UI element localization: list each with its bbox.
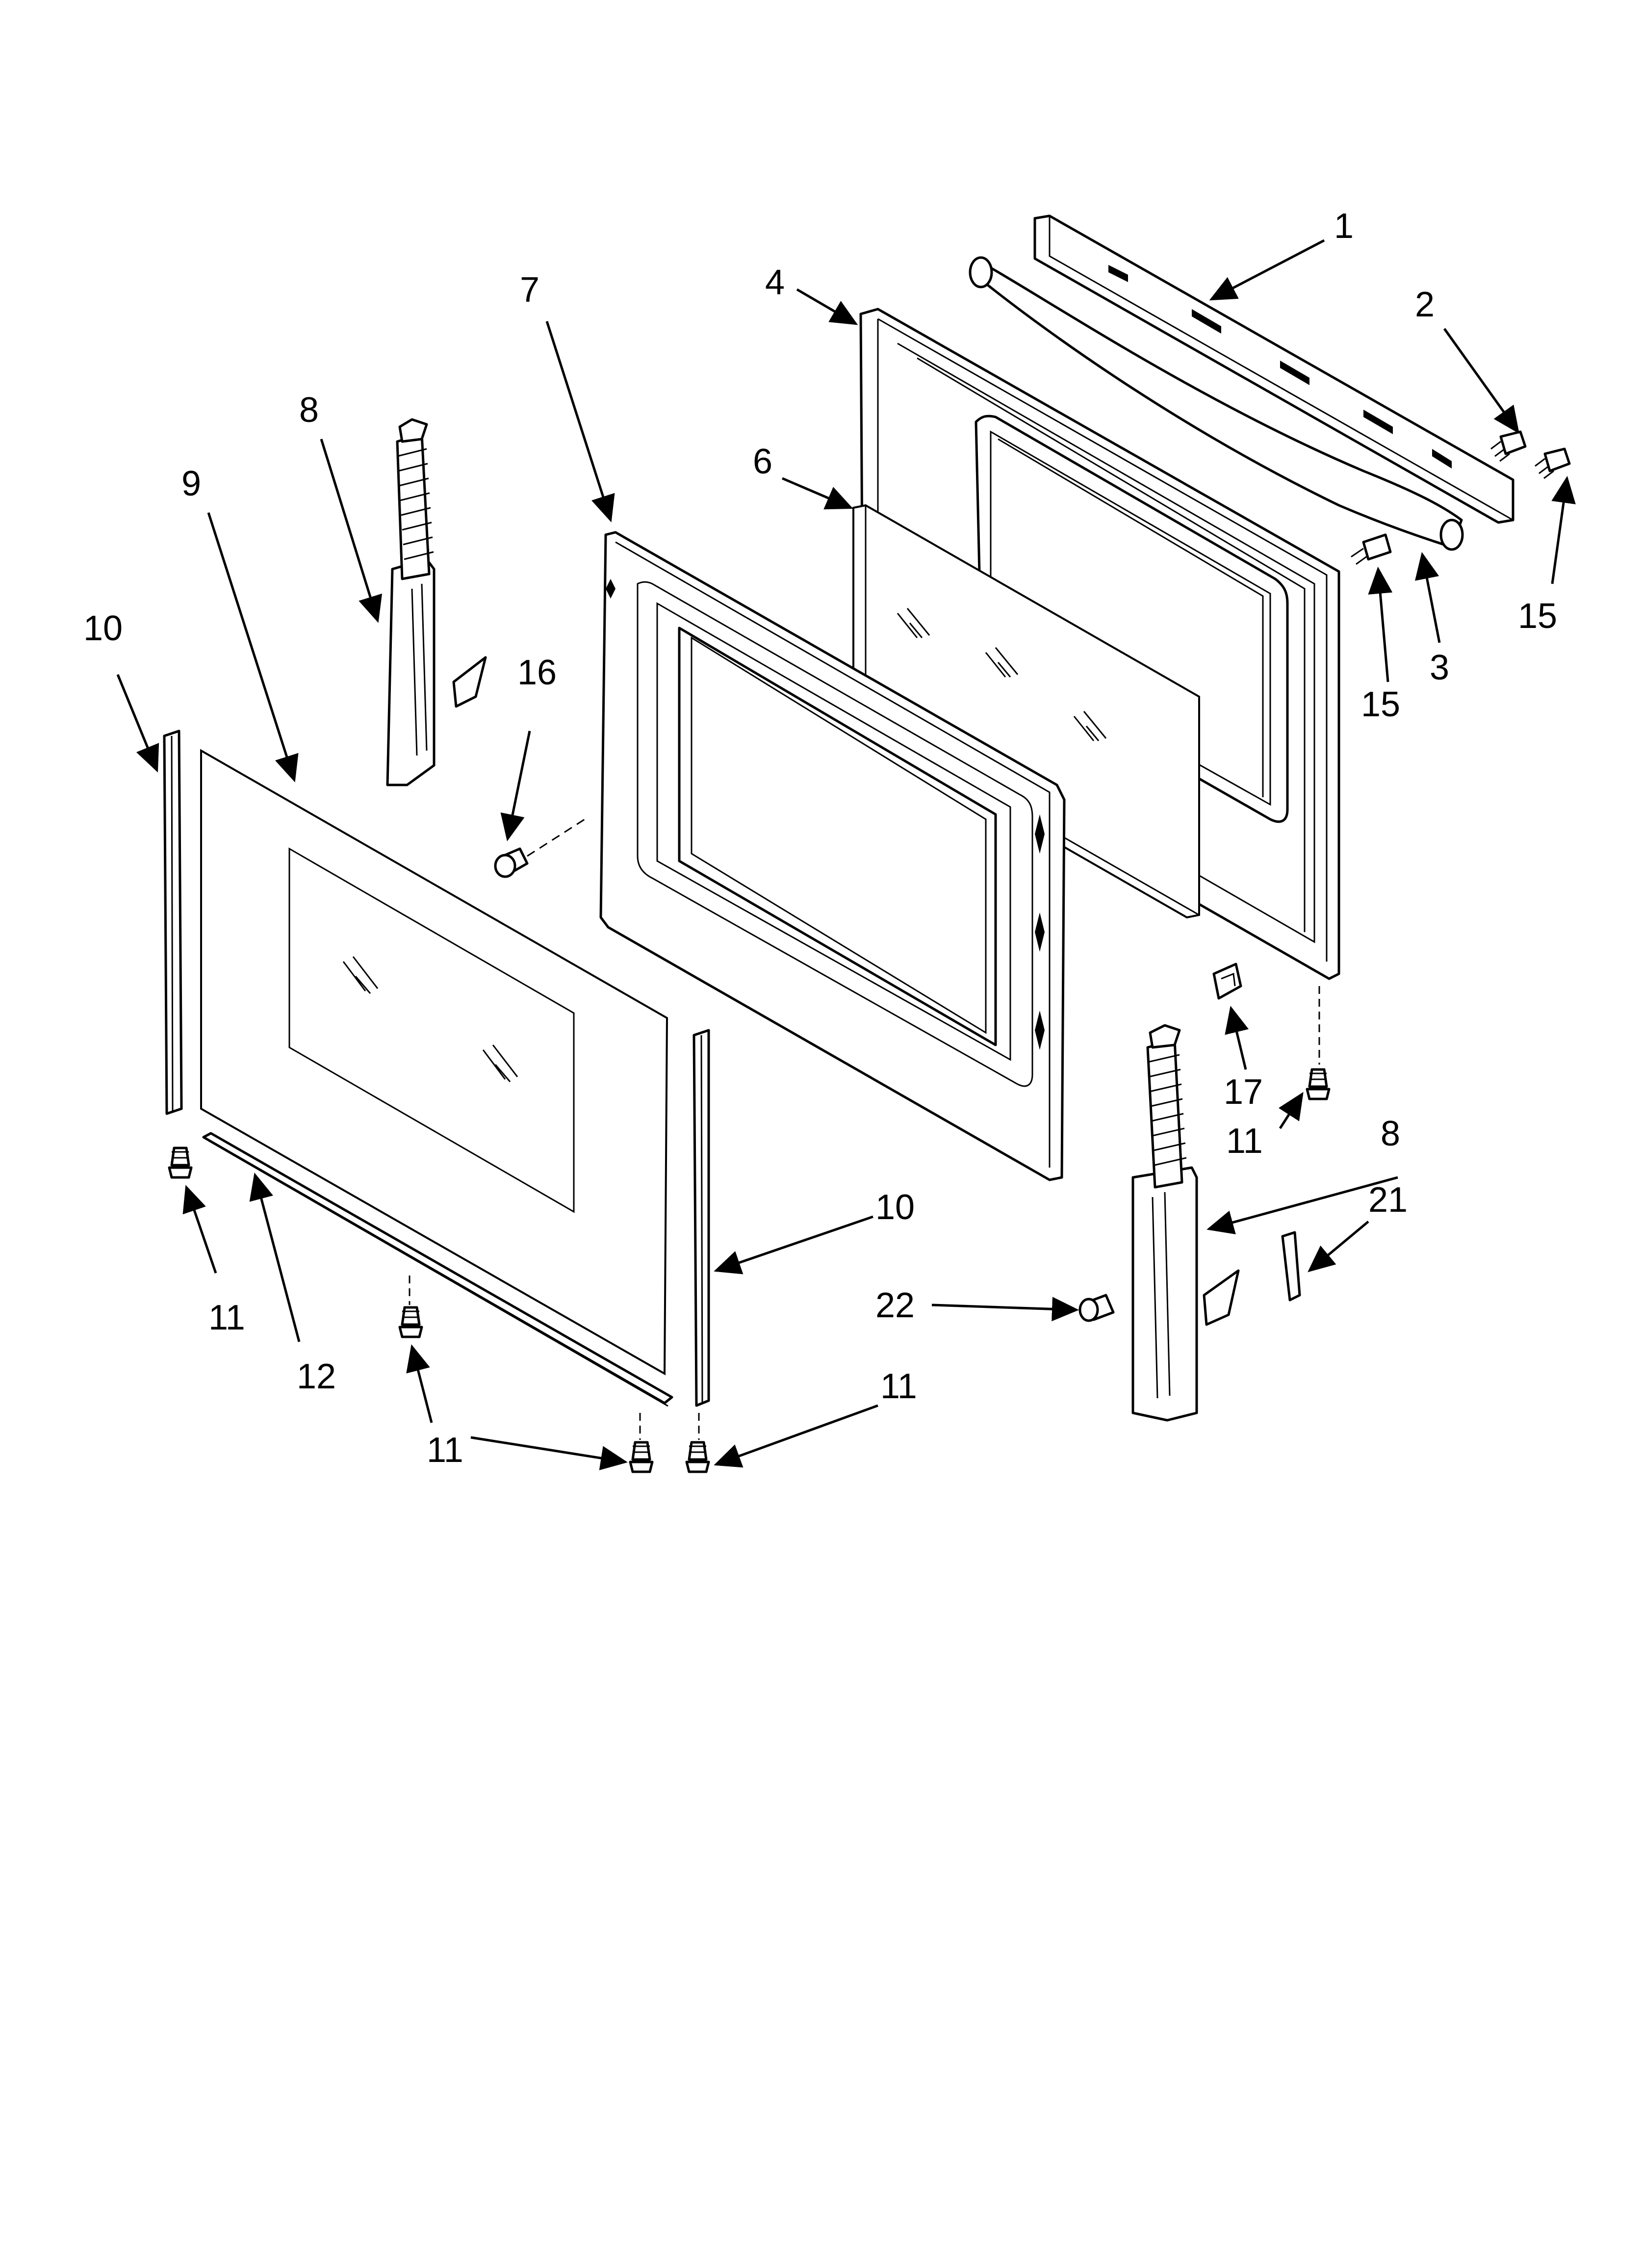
callout-15-center: 15 bbox=[1361, 685, 1400, 724]
part-1-vent-trim bbox=[1033, 214, 1514, 524]
callout-12: 12 bbox=[297, 1357, 336, 1396]
callout-16: 16 bbox=[517, 653, 557, 692]
callout-17: 17 bbox=[1224, 1072, 1263, 1112]
callout-8-upper: 8 bbox=[299, 391, 319, 430]
part-15-screw-right bbox=[1535, 447, 1571, 479]
part-10-side-trim-right bbox=[693, 1029, 710, 1407]
callout-4: 4 bbox=[765, 263, 785, 302]
part-9-outer-glass bbox=[200, 749, 668, 1376]
callout-9: 9 bbox=[181, 464, 201, 503]
part-2-screw bbox=[1490, 430, 1527, 462]
callout-7: 7 bbox=[520, 270, 539, 310]
leader-lines bbox=[116, 239, 1576, 1470]
callout-11-bottom: 11 bbox=[880, 1367, 917, 1406]
part-16-screw bbox=[494, 816, 589, 878]
callout-11-left: 11 bbox=[208, 1298, 245, 1337]
callout-10-left: 10 bbox=[83, 609, 123, 648]
part-8-hinge-lower bbox=[1131, 1024, 1240, 1422]
part-11-screw-bottom-b bbox=[685, 1413, 710, 1473]
part-11-screw-bottom-a bbox=[629, 1413, 654, 1473]
part-3-handle bbox=[969, 256, 1464, 551]
part-21-bracket bbox=[1281, 1231, 1301, 1302]
callout-3: 3 bbox=[1430, 648, 1449, 687]
part-12-bottom-trim bbox=[202, 1132, 673, 1407]
callout-10-right: 10 bbox=[875, 1188, 915, 1227]
part-11-screw-center bbox=[398, 1276, 423, 1338]
callout-15-right: 15 bbox=[1518, 597, 1557, 636]
part-8-hinge-upper bbox=[386, 418, 487, 786]
callout-22: 22 bbox=[875, 1286, 915, 1325]
callout-2: 2 bbox=[1415, 285, 1435, 324]
part-11-screw-right bbox=[1306, 986, 1331, 1100]
part-11-screw-left bbox=[168, 1147, 193, 1179]
callout-1: 1 bbox=[1334, 207, 1354, 246]
part-10-side-trim-left bbox=[163, 730, 183, 1115]
callout-11-right: 11 bbox=[1226, 1121, 1263, 1161]
callout-8-lower: 8 bbox=[1381, 1114, 1400, 1153]
part-22-screw bbox=[1078, 1294, 1115, 1322]
part-15-screw-center bbox=[1351, 533, 1392, 565]
callout-11-center: 11 bbox=[427, 1431, 463, 1470]
callout-6: 6 bbox=[753, 442, 772, 481]
part-7-door-frame bbox=[599, 531, 1066, 1181]
callout-labels: 1 2 3 4 6 7 8 8 9 10 10 11 11 11 11 12 1… bbox=[83, 207, 1557, 1470]
part-17-clip bbox=[1212, 963, 1242, 1000]
callout-21: 21 bbox=[1368, 1180, 1408, 1220]
